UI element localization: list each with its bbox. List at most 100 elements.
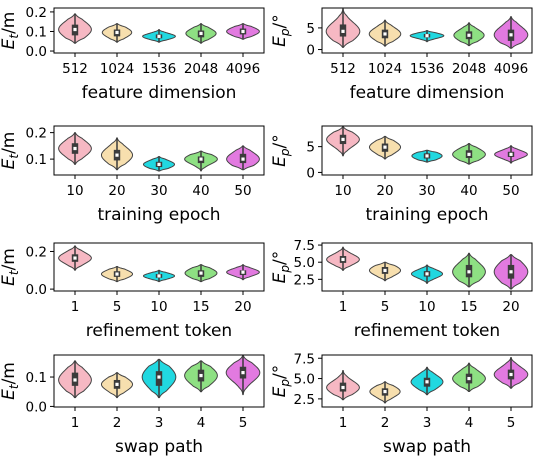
y-label-symbol: E xyxy=(0,275,19,286)
median-marker-20 xyxy=(383,145,387,149)
y-axis-label: Et/m xyxy=(0,362,21,400)
median-marker-2048 xyxy=(199,31,203,36)
y-axis-label: Ep/° xyxy=(270,134,292,167)
x-tick-label: 5 xyxy=(381,299,390,315)
y-tick-label: 7.5 xyxy=(294,351,315,367)
y-label-subscript: p xyxy=(278,148,292,157)
y-label-unit: /° xyxy=(270,134,290,148)
y-tick-label: 0.1 xyxy=(26,24,47,40)
plot-frame xyxy=(53,242,265,292)
y-label-symbol: E xyxy=(270,272,290,283)
y-label-unit: /m xyxy=(0,248,19,270)
x-tick-label: 20 xyxy=(108,183,125,199)
x-tick-label: 2048 xyxy=(452,61,486,77)
x-tick-label: 10 xyxy=(418,299,435,315)
x-tick-label: 5 xyxy=(239,415,248,431)
median-marker-40 xyxy=(199,157,203,161)
y-label-unit: /° xyxy=(270,14,290,28)
x-tick-label: 20 xyxy=(502,299,519,315)
x-tick-label: 4096 xyxy=(226,61,260,77)
x-tick-label: 40 xyxy=(192,183,209,199)
y-label-symbol: E xyxy=(0,158,19,169)
x-axis-label: refinement token xyxy=(354,321,500,341)
x-tick-label: 2048 xyxy=(184,61,218,77)
x-axis-label: training epoch xyxy=(365,205,488,225)
median-marker-2048 xyxy=(467,33,471,37)
x-tick-label: 20 xyxy=(376,183,393,199)
y-label-unit: /m xyxy=(0,362,19,384)
y-tick-label: 7.5 xyxy=(294,238,315,254)
median-marker-1 xyxy=(73,378,77,382)
median-marker-15 xyxy=(199,271,203,275)
y-label-subscript: t xyxy=(7,153,21,159)
x-tick-label: 4 xyxy=(465,415,474,431)
x-tick-label: 4 xyxy=(197,415,206,431)
median-marker-1 xyxy=(341,385,345,390)
median-marker-30 xyxy=(425,154,429,158)
x-tick-label: 1536 xyxy=(410,61,444,77)
x-axis-label: swap path xyxy=(115,437,203,457)
x-tick-label: 30 xyxy=(150,183,167,199)
y-label-subscript: p xyxy=(278,265,292,274)
median-marker-1 xyxy=(73,256,77,260)
median-marker-5 xyxy=(383,268,387,273)
median-marker-1536 xyxy=(157,34,161,38)
x-tick-label: 512 xyxy=(62,61,88,77)
median-marker-1536 xyxy=(425,34,429,38)
y-tick-label: 5.0 xyxy=(294,372,315,388)
median-marker-20 xyxy=(241,270,245,274)
median-marker-50 xyxy=(509,152,513,156)
y-tick-label: 0.2 xyxy=(26,126,47,142)
median-marker-3 xyxy=(425,380,429,384)
median-marker-512 xyxy=(341,29,345,33)
y-tick-label: 2.5 xyxy=(294,272,315,288)
x-axis-label: training epoch xyxy=(97,205,220,225)
y-axis-label: Ep/° xyxy=(270,365,292,398)
x-tick-label: 5 xyxy=(507,415,516,431)
x-tick-label: 2 xyxy=(381,415,390,431)
x-tick-label: 3 xyxy=(423,415,432,431)
median-marker-5 xyxy=(241,371,245,375)
y-label-symbol: E xyxy=(0,389,19,400)
x-tick-label: 10 xyxy=(150,299,167,315)
y-axis-label: Et/m xyxy=(0,248,21,286)
x-tick-label: 15 xyxy=(192,299,209,315)
y-label-unit: /m xyxy=(0,132,19,154)
median-marker-2 xyxy=(383,389,387,394)
median-marker-10 xyxy=(73,146,77,151)
median-marker-1024 xyxy=(115,30,119,35)
x-axis-label: refinement token xyxy=(86,321,232,341)
x-tick-label: 3 xyxy=(155,415,164,431)
median-marker-10 xyxy=(157,274,161,278)
y-tick-label: 0.1 xyxy=(26,152,47,168)
y-label-symbol: E xyxy=(0,38,19,49)
y-label-subscript: t xyxy=(7,33,21,39)
median-marker-20 xyxy=(509,270,513,274)
y-axis-label: Et/m xyxy=(0,12,21,50)
x-tick-label: 1 xyxy=(339,299,348,315)
median-marker-1024 xyxy=(383,32,387,36)
x-tick-label: 1 xyxy=(339,415,348,431)
x-tick-label: 50 xyxy=(234,183,251,199)
y-tick-label: 0 xyxy=(306,43,315,59)
median-marker-512 xyxy=(73,27,77,32)
y-tick-label: 5 xyxy=(306,140,315,156)
x-tick-label: 2 xyxy=(113,415,122,431)
x-tick-label: 10 xyxy=(334,183,351,199)
y-label-subscript: t xyxy=(7,383,21,389)
x-tick-label: 1 xyxy=(71,415,80,431)
median-marker-2 xyxy=(115,382,119,386)
x-axis-label: feature dimension xyxy=(350,83,505,103)
y-label-unit: /° xyxy=(270,365,290,379)
median-marker-10 xyxy=(341,137,345,142)
x-tick-label: 30 xyxy=(418,183,435,199)
y-tick-label: 0.2 xyxy=(26,5,47,21)
y-label-unit: /m xyxy=(0,12,19,34)
median-marker-50 xyxy=(241,157,245,161)
x-tick-label: 1 xyxy=(71,299,80,315)
y-tick-label: 0 xyxy=(306,165,315,181)
median-marker-15 xyxy=(467,270,471,274)
median-marker-5 xyxy=(509,372,513,377)
